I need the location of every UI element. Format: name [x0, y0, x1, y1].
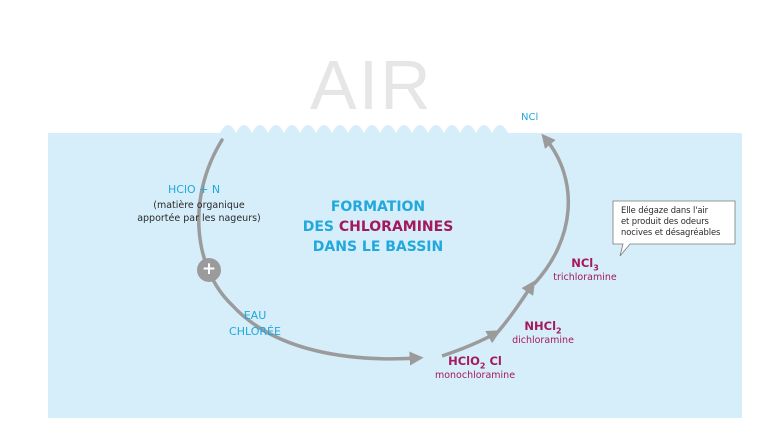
cycle-left-arc: [197, 138, 234, 307]
reactant-note: (matière organique apportée par les nage…: [114, 199, 284, 225]
diagram-title: FORMATION DES CHLORAMINES DANS LE BASSIN: [288, 197, 468, 257]
plus-circle-icon: [197, 258, 221, 282]
trichloramine-formula: NCl3: [545, 256, 625, 272]
eau-line2: CHLORÉE: [229, 325, 281, 338]
trichloramine-name: trichloramine: [553, 272, 617, 284]
dichloramine-name: dichloramine: [512, 335, 574, 347]
title-line1: FORMATION: [330, 199, 426, 215]
callout-text: Elle dégaze dans l'air et produit des od…: [621, 205, 731, 238]
title-highlight: CHLORAMINES: [338, 219, 454, 235]
formula-subscript: 2: [479, 361, 486, 371]
cycle-arrow-to-dichloramine: [441, 330, 501, 358]
formula-main: HClO: [448, 354, 480, 368]
pool-water: [48, 125, 742, 418]
dichloramine-formula: NHCl2: [508, 319, 578, 335]
title-line2-prefix: DES: [302, 219, 339, 235]
formula-suffix: Cl: [485, 354, 502, 368]
cycle-arrow-to-trichloramine: [495, 280, 536, 335]
reactant-note-line2: apportée par les nageurs): [137, 213, 261, 224]
callout-line3: nocives et désagréables: [621, 227, 721, 237]
air-label: AIR: [310, 46, 433, 124]
callout-line1: Elle dégaze dans l'air: [621, 205, 709, 215]
dichloramine-label: NHCl2 dichloramine: [508, 319, 578, 346]
monochloramine-label: HClO2 Cl monochloramine: [430, 354, 520, 381]
formula-main: NHCl: [524, 319, 557, 333]
eau-line1: EAU: [243, 309, 267, 322]
formula-subscript: 2: [556, 326, 562, 336]
cycle-bottom-arrow: [230, 303, 424, 366]
plus-symbol: +: [201, 259, 217, 279]
cycle-arrow-to-surface: [532, 133, 571, 286]
formula-subscript: 3: [593, 263, 599, 273]
callout-line2: et produit des odeurs: [621, 216, 709, 226]
reactant-title: HClO + N: [168, 183, 221, 196]
formula-main: NCl: [571, 256, 594, 270]
title-line2: DES CHLORAMINES: [288, 217, 468, 237]
top-product-label: NCl: [521, 112, 539, 123]
eau-chloree-label: EAU CHLORÉE: [225, 308, 285, 340]
title-line3: DANS LE BASSIN: [312, 239, 444, 255]
trichloramine-label: NCl3 trichloramine: [545, 256, 625, 283]
reactant-note-line1: (matière organique: [153, 200, 245, 211]
callout-box: [612, 200, 736, 257]
monochloramine-formula: HClO2 Cl: [430, 354, 520, 370]
monochloramine-name: monochloramine: [434, 370, 516, 382]
